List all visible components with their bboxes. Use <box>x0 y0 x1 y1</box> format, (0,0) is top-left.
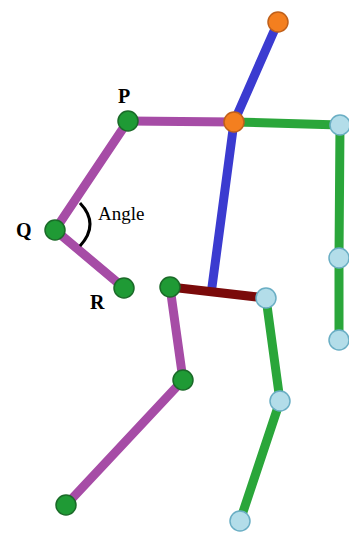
point-label: P <box>118 86 130 106</box>
joint-dot <box>256 288 276 308</box>
spine-segment <box>212 122 234 287</box>
shoulder-segment <box>234 122 340 125</box>
point-label: R <box>90 292 104 312</box>
forearm-segment <box>55 230 124 288</box>
thigh-segment <box>266 298 280 401</box>
joint-dot <box>270 391 290 411</box>
shin-segment <box>66 380 183 505</box>
upper-arm-segment <box>339 125 340 258</box>
joint-dot <box>118 111 138 131</box>
joint-dot <box>329 248 349 268</box>
point-label: Q <box>16 220 32 240</box>
joint-dot <box>45 220 65 240</box>
angle-label: Angle <box>98 204 144 223</box>
shin-segment <box>240 401 280 521</box>
forearm-segment <box>335 258 344 340</box>
neck-segment <box>234 22 278 122</box>
joint-dot <box>224 112 244 132</box>
thigh-segment <box>170 287 183 380</box>
joint-dot <box>160 277 180 297</box>
joint-dot <box>329 330 349 350</box>
angle-arc <box>80 203 90 246</box>
hip-segment <box>170 287 266 298</box>
joint-dot <box>330 115 349 135</box>
joint-dot <box>56 495 76 515</box>
joint-dot <box>173 370 193 390</box>
shoulder-segment <box>128 121 234 122</box>
joint-dot <box>114 278 134 298</box>
joint-dot <box>230 511 250 531</box>
joint-dot <box>268 12 288 32</box>
